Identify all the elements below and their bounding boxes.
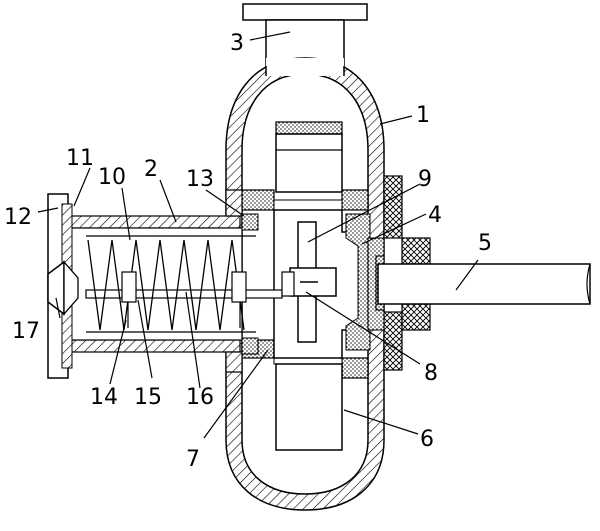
label-4: 4 xyxy=(428,203,442,228)
label-3: 3 xyxy=(230,31,244,56)
label-9: 9 xyxy=(418,167,432,192)
label-14: 14 xyxy=(90,385,118,410)
label-15: 15 xyxy=(134,385,162,410)
label-17: 17 xyxy=(12,319,40,344)
label-12: 12 xyxy=(4,205,32,230)
label-16: 16 xyxy=(186,385,214,410)
label-6: 6 xyxy=(420,427,434,452)
upper-block xyxy=(275,121,343,193)
cylinder-housing xyxy=(69,189,259,373)
impeller xyxy=(289,221,337,343)
labels: 3 1 11 10 2 13 12 9 4 5 8 17 14 15 16 7 … xyxy=(4,31,492,472)
label-11: 11 xyxy=(66,146,94,171)
drive-shaft xyxy=(377,263,591,305)
head-cap xyxy=(47,260,79,316)
label-13: 13 xyxy=(186,167,214,192)
outlet-pipe xyxy=(242,3,368,67)
label-10: 10 xyxy=(98,165,126,190)
label-1: 1 xyxy=(416,103,430,128)
label-7: 7 xyxy=(186,447,200,472)
label-8: 8 xyxy=(424,361,438,386)
label-5: 5 xyxy=(478,231,492,256)
lower-block xyxy=(275,363,343,451)
leader-lines xyxy=(37,31,479,439)
label-2: 2 xyxy=(144,157,158,182)
spring-rod-assembly xyxy=(85,239,295,331)
